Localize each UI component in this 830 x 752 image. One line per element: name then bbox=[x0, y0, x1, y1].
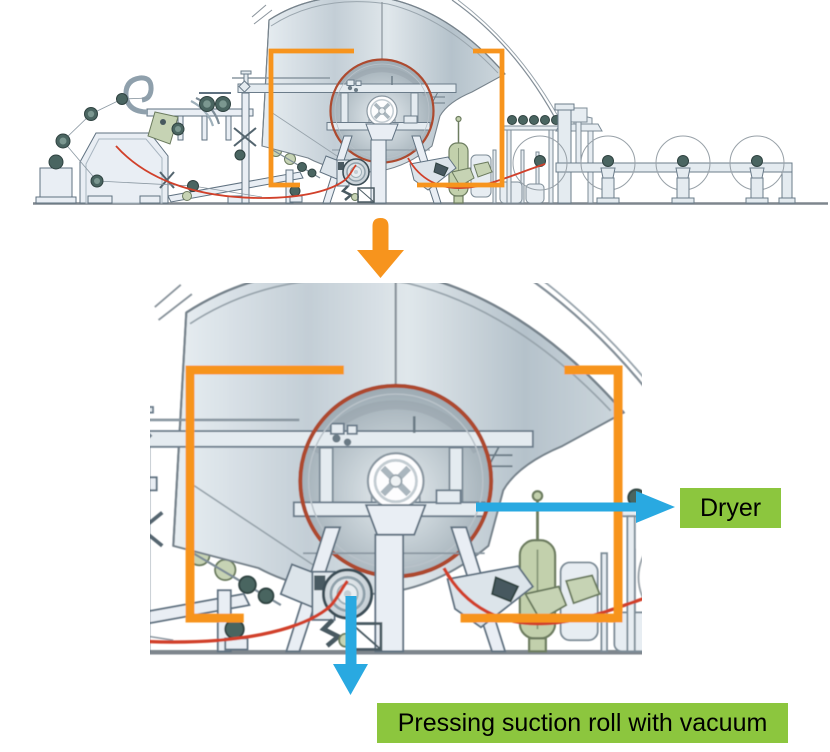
suction-roll-arrow-shape bbox=[333, 596, 368, 695]
dryer-arrow-shape bbox=[476, 491, 675, 523]
machine-overview bbox=[33, 0, 828, 205]
dryer-label: Dryer bbox=[680, 488, 781, 528]
reel-section bbox=[512, 103, 796, 204]
zoom-arrow-shape bbox=[357, 218, 404, 278]
drum-ring-and-hub bbox=[329, 58, 435, 164]
paper-web-line bbox=[115, 145, 546, 199]
reel-stands bbox=[596, 167, 769, 204]
machine-detail-view bbox=[150, 283, 642, 668]
wet-end-rolls bbox=[48, 93, 317, 197]
zoom-arrow-icon bbox=[357, 218, 404, 278]
highlight-brackets bbox=[268, 48, 505, 188]
pressing-suction-roll bbox=[336, 158, 375, 203]
dryer-arrow-icon bbox=[476, 491, 675, 523]
machine-artwork bbox=[33, 0, 828, 205]
pressing-suction-roll-label: Pressing suction roll with vacuum bbox=[377, 703, 788, 743]
dry-end-rolls bbox=[507, 115, 561, 125]
suction-roll-arrow-icon bbox=[333, 596, 368, 695]
